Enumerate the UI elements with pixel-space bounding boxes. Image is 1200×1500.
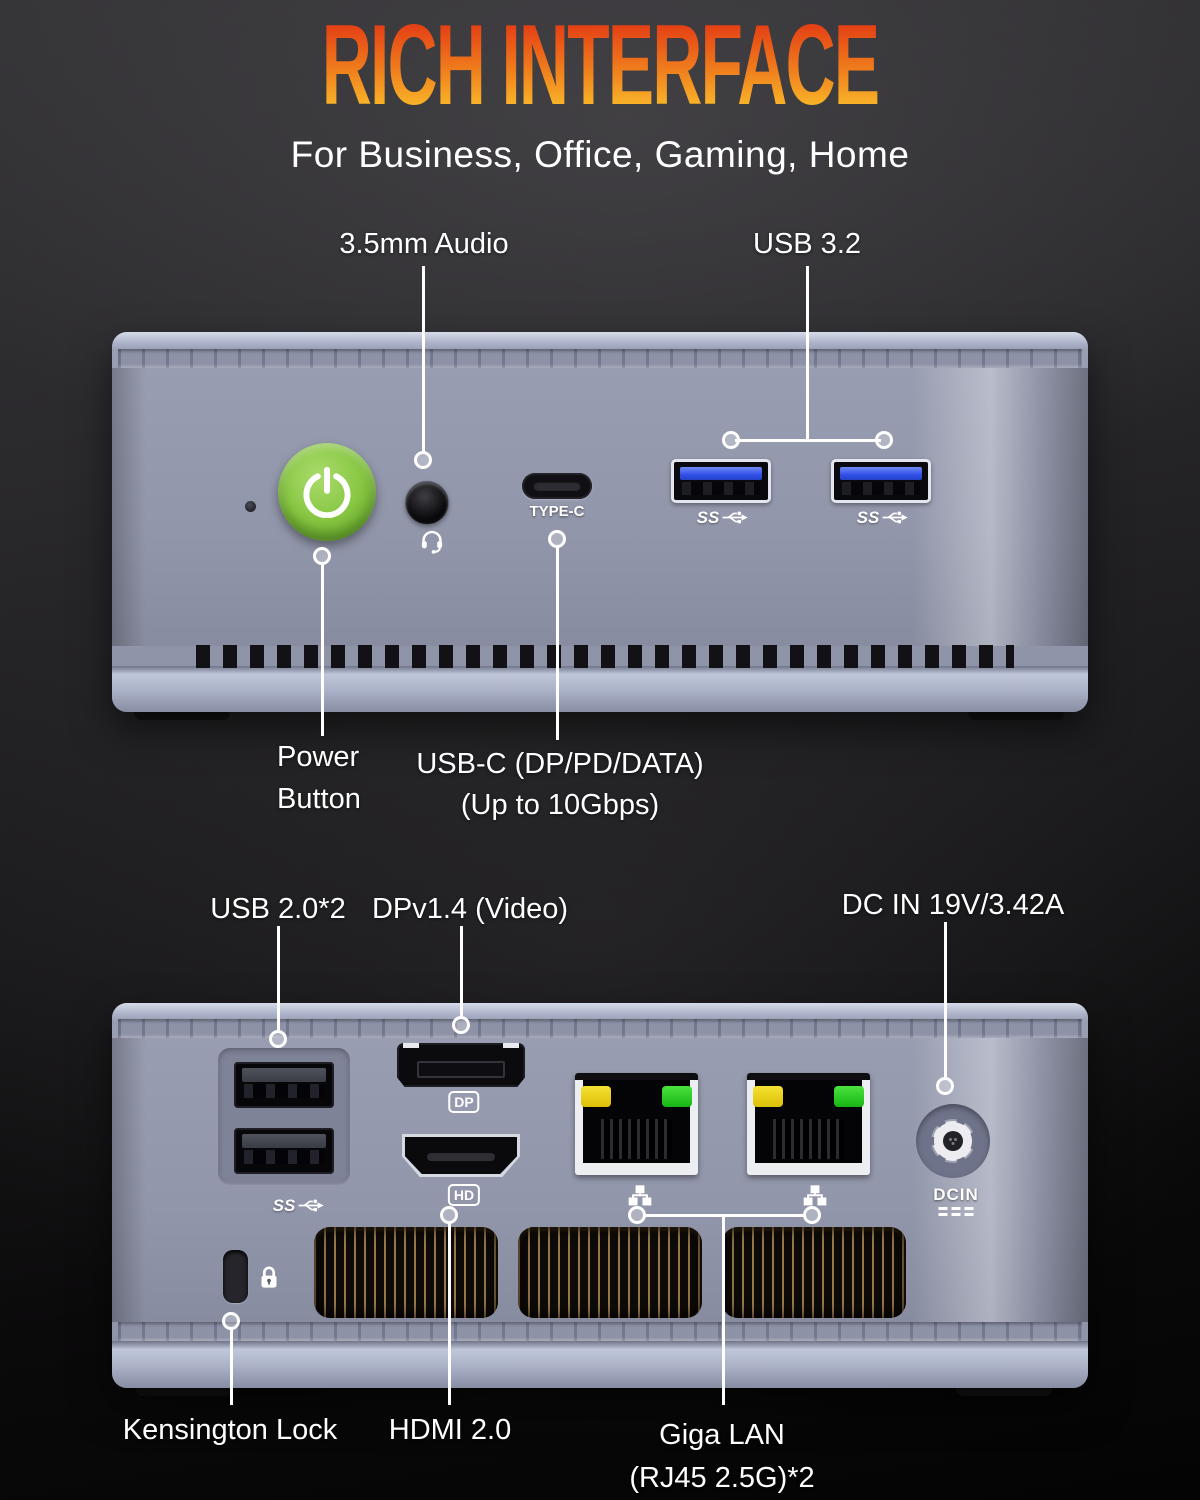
callout-dot-kensington	[222, 1312, 240, 1330]
typec-marking: TYPE-C	[529, 503, 585, 520]
callout-dot-usb32-b	[875, 431, 893, 449]
front-top-vent-strip	[118, 349, 1082, 368]
usb-trident-icon	[298, 1199, 324, 1212]
callout-connector-usb32	[735, 439, 881, 442]
usb32-port-1-tongue	[680, 467, 762, 480]
kensington-lock-slot[interactable]	[223, 1250, 248, 1303]
displayport-port[interactable]	[397, 1043, 525, 1087]
lan2-led-yellow	[753, 1086, 783, 1107]
ethernet-icon	[628, 1185, 652, 1211]
callout-line-hdmi	[448, 1223, 451, 1405]
rear-vent-grille-3	[722, 1227, 906, 1318]
usb-trident-icon	[882, 511, 908, 524]
label-power-button: Power Button	[277, 741, 361, 815]
dc-barrel-connector	[927, 1115, 979, 1167]
back-bottom-edge	[112, 1341, 1088, 1388]
reset-pinhole	[245, 501, 256, 512]
lan1-led-yellow	[581, 1086, 611, 1107]
usb32-port-1-contacts	[682, 482, 760, 495]
usb32-port-1[interactable]	[671, 459, 771, 503]
audio-jack-3-5mm[interactable]	[405, 481, 449, 525]
callout-dot-audio	[414, 451, 432, 469]
label-usb32: USB 3.2	[753, 228, 861, 260]
ethernet-icon	[803, 1185, 827, 1211]
label-audio-jack: 3.5mm Audio	[339, 228, 509, 260]
back-top-edge	[112, 1003, 1088, 1022]
front-panel-face	[112, 368, 1088, 646]
callout-dot-usbc	[548, 530, 566, 548]
front-bottom-edge	[112, 666, 1088, 712]
padlock-icon	[259, 1265, 280, 1295]
callout-line-power	[321, 564, 324, 736]
callout-dot-lan1	[628, 1206, 646, 1224]
callout-dot-dp	[452, 1016, 470, 1034]
front-top-edge	[112, 332, 1088, 351]
callout-dot-hdmi	[440, 1206, 458, 1224]
hd-marking: HD	[447, 1184, 481, 1206]
callout-line-dcin	[944, 922, 947, 1077]
rear-vent-grille-2	[518, 1227, 702, 1318]
callout-dot-dcin	[936, 1077, 954, 1095]
callout-line-lan	[722, 1216, 725, 1405]
callout-dot-usb32-a	[722, 431, 740, 449]
callout-line-dp	[460, 926, 463, 1016]
headset-icon	[419, 527, 446, 559]
label-dp: DPv1.4 (Video)	[371, 893, 569, 925]
usb-c-port-slot	[533, 481, 581, 491]
callout-dot-usb20	[269, 1030, 287, 1048]
usb20-port-2[interactable]	[234, 1128, 334, 1174]
superspeed-usb-icon: SS	[273, 1197, 324, 1214]
power-button[interactable]	[278, 443, 376, 541]
label-kensington: Kensington Lock	[122, 1414, 338, 1446]
callout-dot-power	[313, 547, 331, 565]
lan-port-2[interactable]	[747, 1073, 870, 1175]
superspeed-usb-icon: SS	[857, 509, 908, 526]
dcin-marking: DCIN	[933, 1185, 979, 1204]
label-usb20: USB 2.0*2	[210, 893, 346, 925]
callout-line-usb20	[277, 926, 280, 1030]
mini-pc-front-view	[112, 332, 1088, 712]
label-usbc: USB-C (DP/PD/DATA) (Up to 10Gbps)	[416, 748, 704, 821]
front-bottom-vents	[196, 645, 1014, 668]
callout-line-usbc	[556, 547, 559, 740]
callout-dot-lan2	[803, 1206, 821, 1224]
usb32-port-2-tongue	[840, 467, 922, 480]
callout-line-usb32	[806, 266, 809, 440]
usb-c-port[interactable]	[522, 473, 592, 499]
rear-vent-grille-1	[314, 1227, 498, 1318]
label-giga-lan: Giga LAN (RJ45 2.5G)*2	[629, 1419, 815, 1494]
usb32-port-2[interactable]	[831, 459, 931, 503]
usb32-port-2-contacts	[842, 482, 920, 495]
page-subtitle: For Business, Office, Gaming, Home	[290, 134, 910, 175]
back-bottom-vent-strip	[118, 1322, 1082, 1341]
label-hdmi: HDMI 2.0	[388, 1414, 512, 1446]
back-top-vent-strip	[118, 1019, 1082, 1038]
usb-trident-icon	[722, 511, 748, 524]
callout-line-audio	[422, 266, 425, 452]
callout-line-kensington	[230, 1329, 233, 1405]
power-icon	[303, 466, 351, 518]
lan1-led-green	[662, 1086, 692, 1107]
callout-connector-lan	[645, 1214, 805, 1217]
hdmi-port[interactable]	[402, 1134, 520, 1177]
label-dcin: DC IN 19V/3.42A	[841, 889, 1065, 921]
dc-symbol	[938, 1207, 974, 1216]
lan-port-1[interactable]	[575, 1073, 698, 1175]
dc-in-port[interactable]	[916, 1104, 990, 1178]
superspeed-usb-icon: SS	[697, 509, 748, 526]
dp-marking: DP	[448, 1091, 480, 1113]
page-title: RICH INTERFACE	[321, 0, 880, 129]
usb20-port-1[interactable]	[234, 1062, 334, 1108]
lan2-led-green	[834, 1086, 864, 1107]
